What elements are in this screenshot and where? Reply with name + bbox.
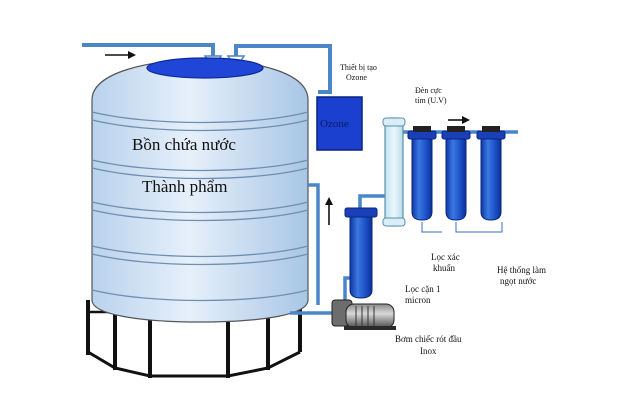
storage-tank: Bồn chứa nước Thành phẩm (91, 57, 309, 323)
micron-filter-label-line1: Lọc cặn 1 (405, 284, 440, 294)
flow-arrow-up-head (325, 197, 333, 205)
softening-bracket (455, 222, 503, 233)
filter-softening-2 (476, 126, 506, 221)
uv-label-line2: tím (U.V) (415, 96, 447, 105)
inlet-pipes (82, 43, 332, 94)
tank-label-line1: Bồn chứa nước (132, 135, 236, 154)
ozone-return-pipe (234, 44, 332, 94)
filter-housings: Lọc xác khuẩn Hệ thống làm ngọt nước (407, 126, 546, 286)
ozone-box-text: Ozone (320, 118, 349, 130)
ozone-label-line2: Ozone (346, 73, 367, 82)
softening-label-line1: Hệ thống làm (497, 265, 546, 275)
tank-side-pipe (308, 183, 320, 305)
uv-label-line1: Đèn cực (415, 86, 442, 95)
tank-label-line2: Thành phẩm (142, 177, 227, 196)
tank-ribs (91, 111, 309, 302)
pump-label-line1: Bơm chiếc rót đầu (395, 334, 462, 344)
softening-label-line2: ngọt nước (500, 276, 536, 286)
flow-arrows (105, 51, 470, 225)
uv-lamp: Đèn cực tím (U.V) (382, 86, 447, 227)
ozone-box (316, 96, 363, 151)
stainless-pump: Bơm chiếc rót đầu Inox (331, 299, 462, 356)
flow-arrow-head-2 (462, 116, 470, 124)
ozone-label-line1: Thiết bị tạo (340, 63, 377, 72)
bacteria-filter-label-line1: Lọc xác (431, 252, 460, 262)
bacteria-pointer (421, 222, 442, 233)
micron-filter-label-line2: micron (405, 295, 431, 305)
filter-bacteria (407, 126, 437, 221)
micron-filter: Lọc cặn 1 micron (344, 207, 440, 305)
inlet-pipe-left (82, 43, 215, 60)
uv-tube (384, 117, 404, 227)
flow-arrow-head (128, 51, 136, 59)
bacteria-filter-label-line2: khuẩn (433, 263, 455, 273)
tank-lid (146, 57, 264, 79)
filter-softening-1 (441, 126, 471, 221)
pump-label-line2: Inox (420, 346, 437, 356)
ozone-generator: Ozone Thiết bị tạo Ozone (316, 63, 377, 151)
